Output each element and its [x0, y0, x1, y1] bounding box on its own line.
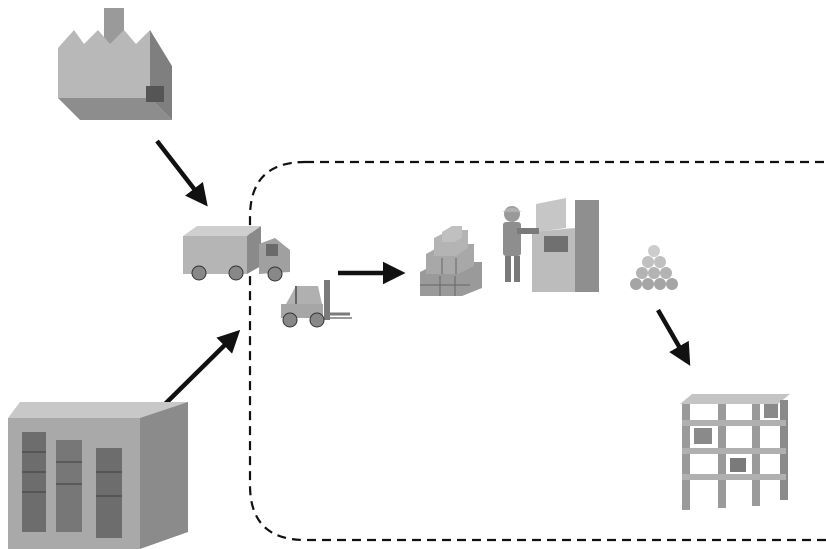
worker-at-machine-icon — [503, 198, 599, 292]
storage-shelf-icon — [680, 394, 790, 510]
factory-icon — [58, 8, 172, 120]
truck-icon — [183, 226, 290, 282]
ball-pyramid-icon — [630, 245, 678, 290]
box-stack-icon — [420, 226, 482, 296]
forklift-icon — [281, 280, 352, 328]
arrow-warehouse-to-facility — [159, 329, 241, 410]
arrow-factory-to-truck — [155, 139, 208, 207]
facility-boundary — [248, 160, 826, 542]
arrow-balls-to-shelving — [656, 308, 691, 366]
warehouse-icon — [8, 402, 188, 549]
